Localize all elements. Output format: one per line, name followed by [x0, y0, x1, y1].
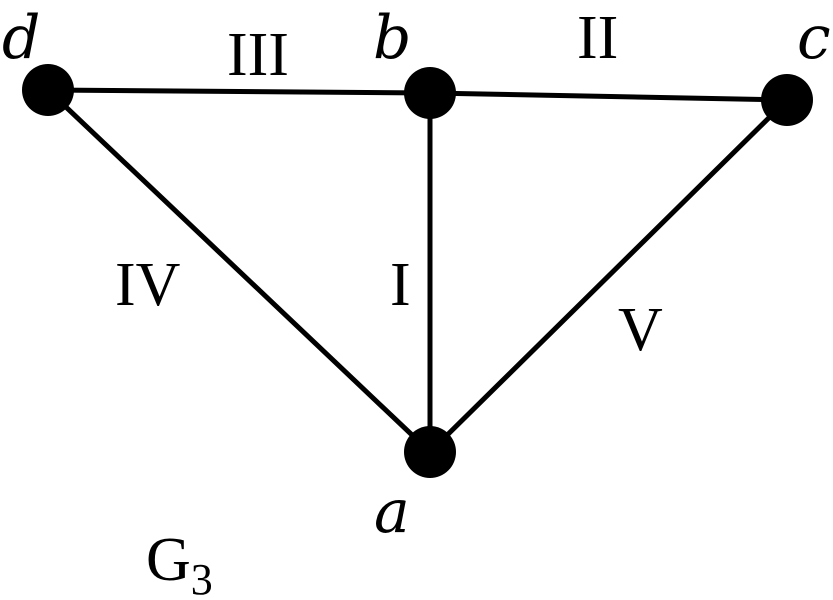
vertex-a [404, 426, 456, 478]
vertex-label-d: d [2, 3, 40, 73]
edge-v [427, 97, 790, 455]
graph-name-subscript: 3 [191, 555, 213, 600]
vertex-label-b: b [373, 3, 411, 73]
edge-iv [45, 87, 433, 455]
vertex-label-c: c [797, 3, 831, 73]
edge-label-i: I [390, 251, 411, 319]
edge-label-ii: II [577, 4, 618, 72]
vertex-b [404, 67, 456, 119]
graph-name: G3 [146, 526, 213, 600]
edge-label-iv: IV [115, 251, 181, 319]
graph-name-letter: G [146, 526, 191, 594]
edge-label-iii: III [227, 21, 289, 89]
edge-ii [427, 90, 790, 103]
vertex-label-a: a [374, 477, 410, 547]
edge-label-v: V [618, 296, 663, 364]
edge-iii [45, 87, 433, 96]
vertex-c [761, 74, 813, 126]
vertex-d [22, 64, 74, 116]
